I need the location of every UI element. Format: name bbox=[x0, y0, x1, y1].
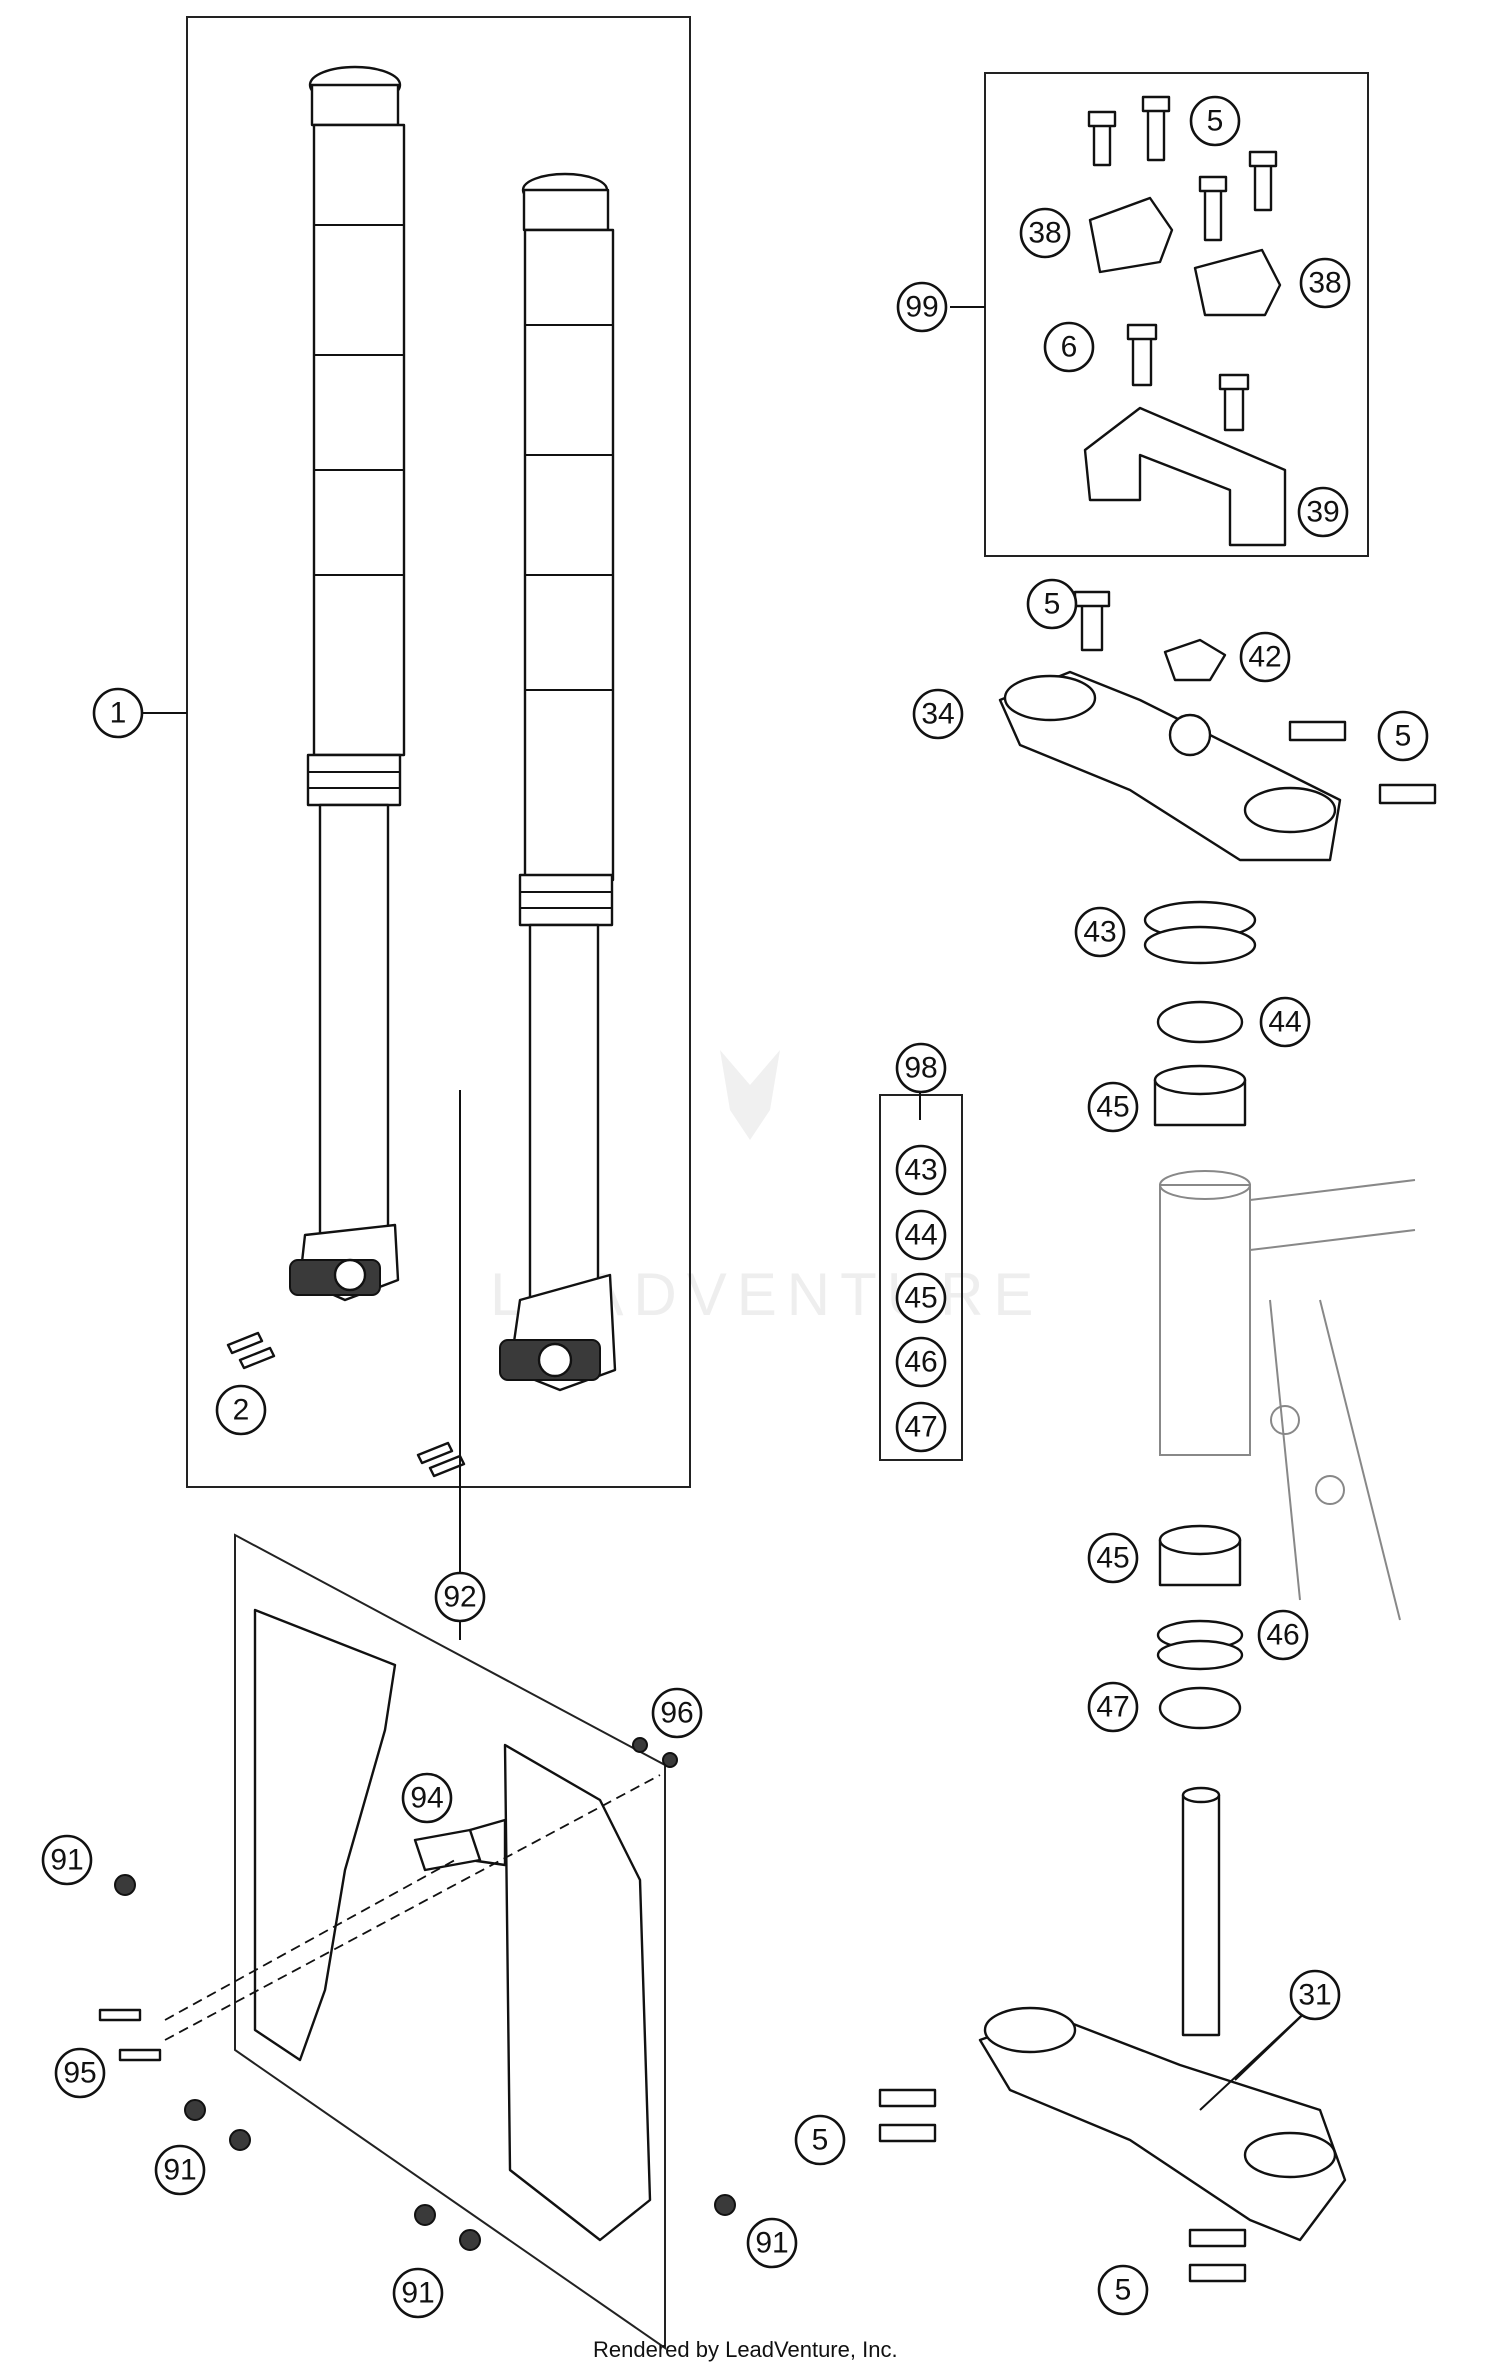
callout-1: 1 bbox=[92, 687, 144, 739]
callout-39: 39 bbox=[1297, 486, 1349, 538]
callout-43: 43 bbox=[895, 1144, 947, 1196]
svg-text:91: 91 bbox=[50, 1844, 83, 1877]
callout-99: 99 bbox=[896, 281, 948, 333]
svg-text:47: 47 bbox=[904, 1411, 937, 1444]
callout-43: 43 bbox=[1074, 906, 1126, 958]
footer-credit: Rendered by LeadVenture, Inc. bbox=[593, 2337, 898, 2362]
svg-text:91: 91 bbox=[163, 2154, 196, 2187]
svg-text:46: 46 bbox=[1266, 1619, 1299, 1652]
svg-text:5: 5 bbox=[1395, 720, 1412, 753]
callout-5: 5 bbox=[794, 2114, 846, 2166]
svg-text:94: 94 bbox=[410, 1782, 443, 1815]
callout-91: 91 bbox=[154, 2144, 206, 2196]
svg-text:5: 5 bbox=[812, 2124, 829, 2157]
svg-text:95: 95 bbox=[63, 2057, 96, 2090]
fork-guards bbox=[98, 1608, 736, 2251]
callout-92: 92 bbox=[434, 1571, 486, 1623]
fork-guard-frame bbox=[234, 1533, 666, 2350]
svg-text:92: 92 bbox=[443, 1581, 476, 1614]
callout-42: 42 bbox=[1239, 631, 1291, 683]
callout-34: 34 bbox=[912, 688, 964, 740]
callout-31: 31 bbox=[1289, 1969, 1341, 2021]
right-fork-leg bbox=[499, 172, 617, 1392]
svg-text:96: 96 bbox=[660, 1697, 693, 1730]
fork-assembly-frame bbox=[186, 16, 691, 1488]
callout-46: 46 bbox=[895, 1336, 947, 1388]
callout-96: 96 bbox=[651, 1687, 703, 1739]
svg-text:45: 45 bbox=[904, 1282, 937, 1315]
callout-94: 94 bbox=[401, 1772, 453, 1824]
screws-2 bbox=[226, 1331, 276, 1370]
callout-91: 91 bbox=[41, 1834, 93, 1886]
callout-5: 5 bbox=[1097, 2264, 1149, 2316]
callout-47: 47 bbox=[895, 1401, 947, 1453]
callout-6: 6 bbox=[1043, 321, 1095, 373]
callout-46: 46 bbox=[1257, 1609, 1309, 1661]
lower-bearing-stack bbox=[1156, 1524, 1244, 1730]
svg-text:47: 47 bbox=[1096, 1691, 1129, 1724]
svg-text:46: 46 bbox=[904, 1346, 937, 1379]
left-fork-leg bbox=[289, 65, 406, 1302]
lower-triple-clamp bbox=[878, 1786, 1347, 2283]
callout-5: 5 bbox=[1377, 710, 1429, 762]
svg-text:43: 43 bbox=[1083, 916, 1116, 949]
watermark-logo-icon bbox=[720, 1050, 780, 1140]
svg-text:5: 5 bbox=[1207, 105, 1224, 138]
svg-text:44: 44 bbox=[904, 1219, 937, 1252]
svg-text:39: 39 bbox=[1306, 496, 1339, 529]
callout-38: 38 bbox=[1299, 257, 1351, 309]
svg-text:45: 45 bbox=[1096, 1542, 1129, 1575]
svg-text:44: 44 bbox=[1268, 1006, 1301, 1039]
svg-text:45: 45 bbox=[1096, 1091, 1129, 1124]
callout-5: 5 bbox=[1026, 578, 1078, 630]
svg-text:91: 91 bbox=[755, 2227, 788, 2260]
handlebar-clamp-frame bbox=[984, 72, 1369, 557]
svg-text:6: 6 bbox=[1061, 331, 1078, 364]
svg-text:99: 99 bbox=[905, 291, 938, 324]
callout-2: 2 bbox=[215, 1384, 267, 1436]
svg-text:2: 2 bbox=[233, 1394, 250, 1427]
callout-98: 98 bbox=[895, 1042, 947, 1094]
frame-head-tube bbox=[1159, 1170, 1416, 1621]
svg-text:98: 98 bbox=[904, 1052, 937, 1085]
svg-text:5: 5 bbox=[1044, 588, 1061, 621]
svg-text:43: 43 bbox=[904, 1154, 937, 1187]
callout-44: 44 bbox=[895, 1209, 947, 1261]
callout-45: 45 bbox=[1087, 1081, 1139, 1133]
handlebar-clamp-parts bbox=[1083, 95, 1287, 547]
svg-text:42: 42 bbox=[1248, 641, 1281, 674]
callout-45: 45 bbox=[1087, 1532, 1139, 1584]
callout-91: 91 bbox=[746, 2217, 798, 2269]
svg-text:31: 31 bbox=[1298, 1979, 1331, 2012]
svg-text:91: 91 bbox=[401, 2277, 434, 2310]
callout-91: 91 bbox=[392, 2267, 444, 2319]
upper-bearing-stack bbox=[1143, 900, 1257, 1127]
svg-text:38: 38 bbox=[1308, 267, 1341, 300]
callout-95: 95 bbox=[54, 2047, 106, 2099]
svg-text:1: 1 bbox=[110, 697, 127, 730]
upper-triple-clamp bbox=[998, 590, 1437, 862]
callout-5: 5 bbox=[1189, 95, 1241, 147]
svg-text:38: 38 bbox=[1028, 217, 1061, 250]
callout-44: 44 bbox=[1259, 996, 1311, 1048]
callout-47: 47 bbox=[1087, 1681, 1139, 1733]
screws-right-fork bbox=[416, 1441, 466, 1478]
svg-text:5: 5 bbox=[1115, 2274, 1132, 2307]
callout-38: 38 bbox=[1019, 207, 1071, 259]
callout-45: 45 bbox=[895, 1272, 947, 1324]
svg-text:34: 34 bbox=[921, 698, 954, 731]
